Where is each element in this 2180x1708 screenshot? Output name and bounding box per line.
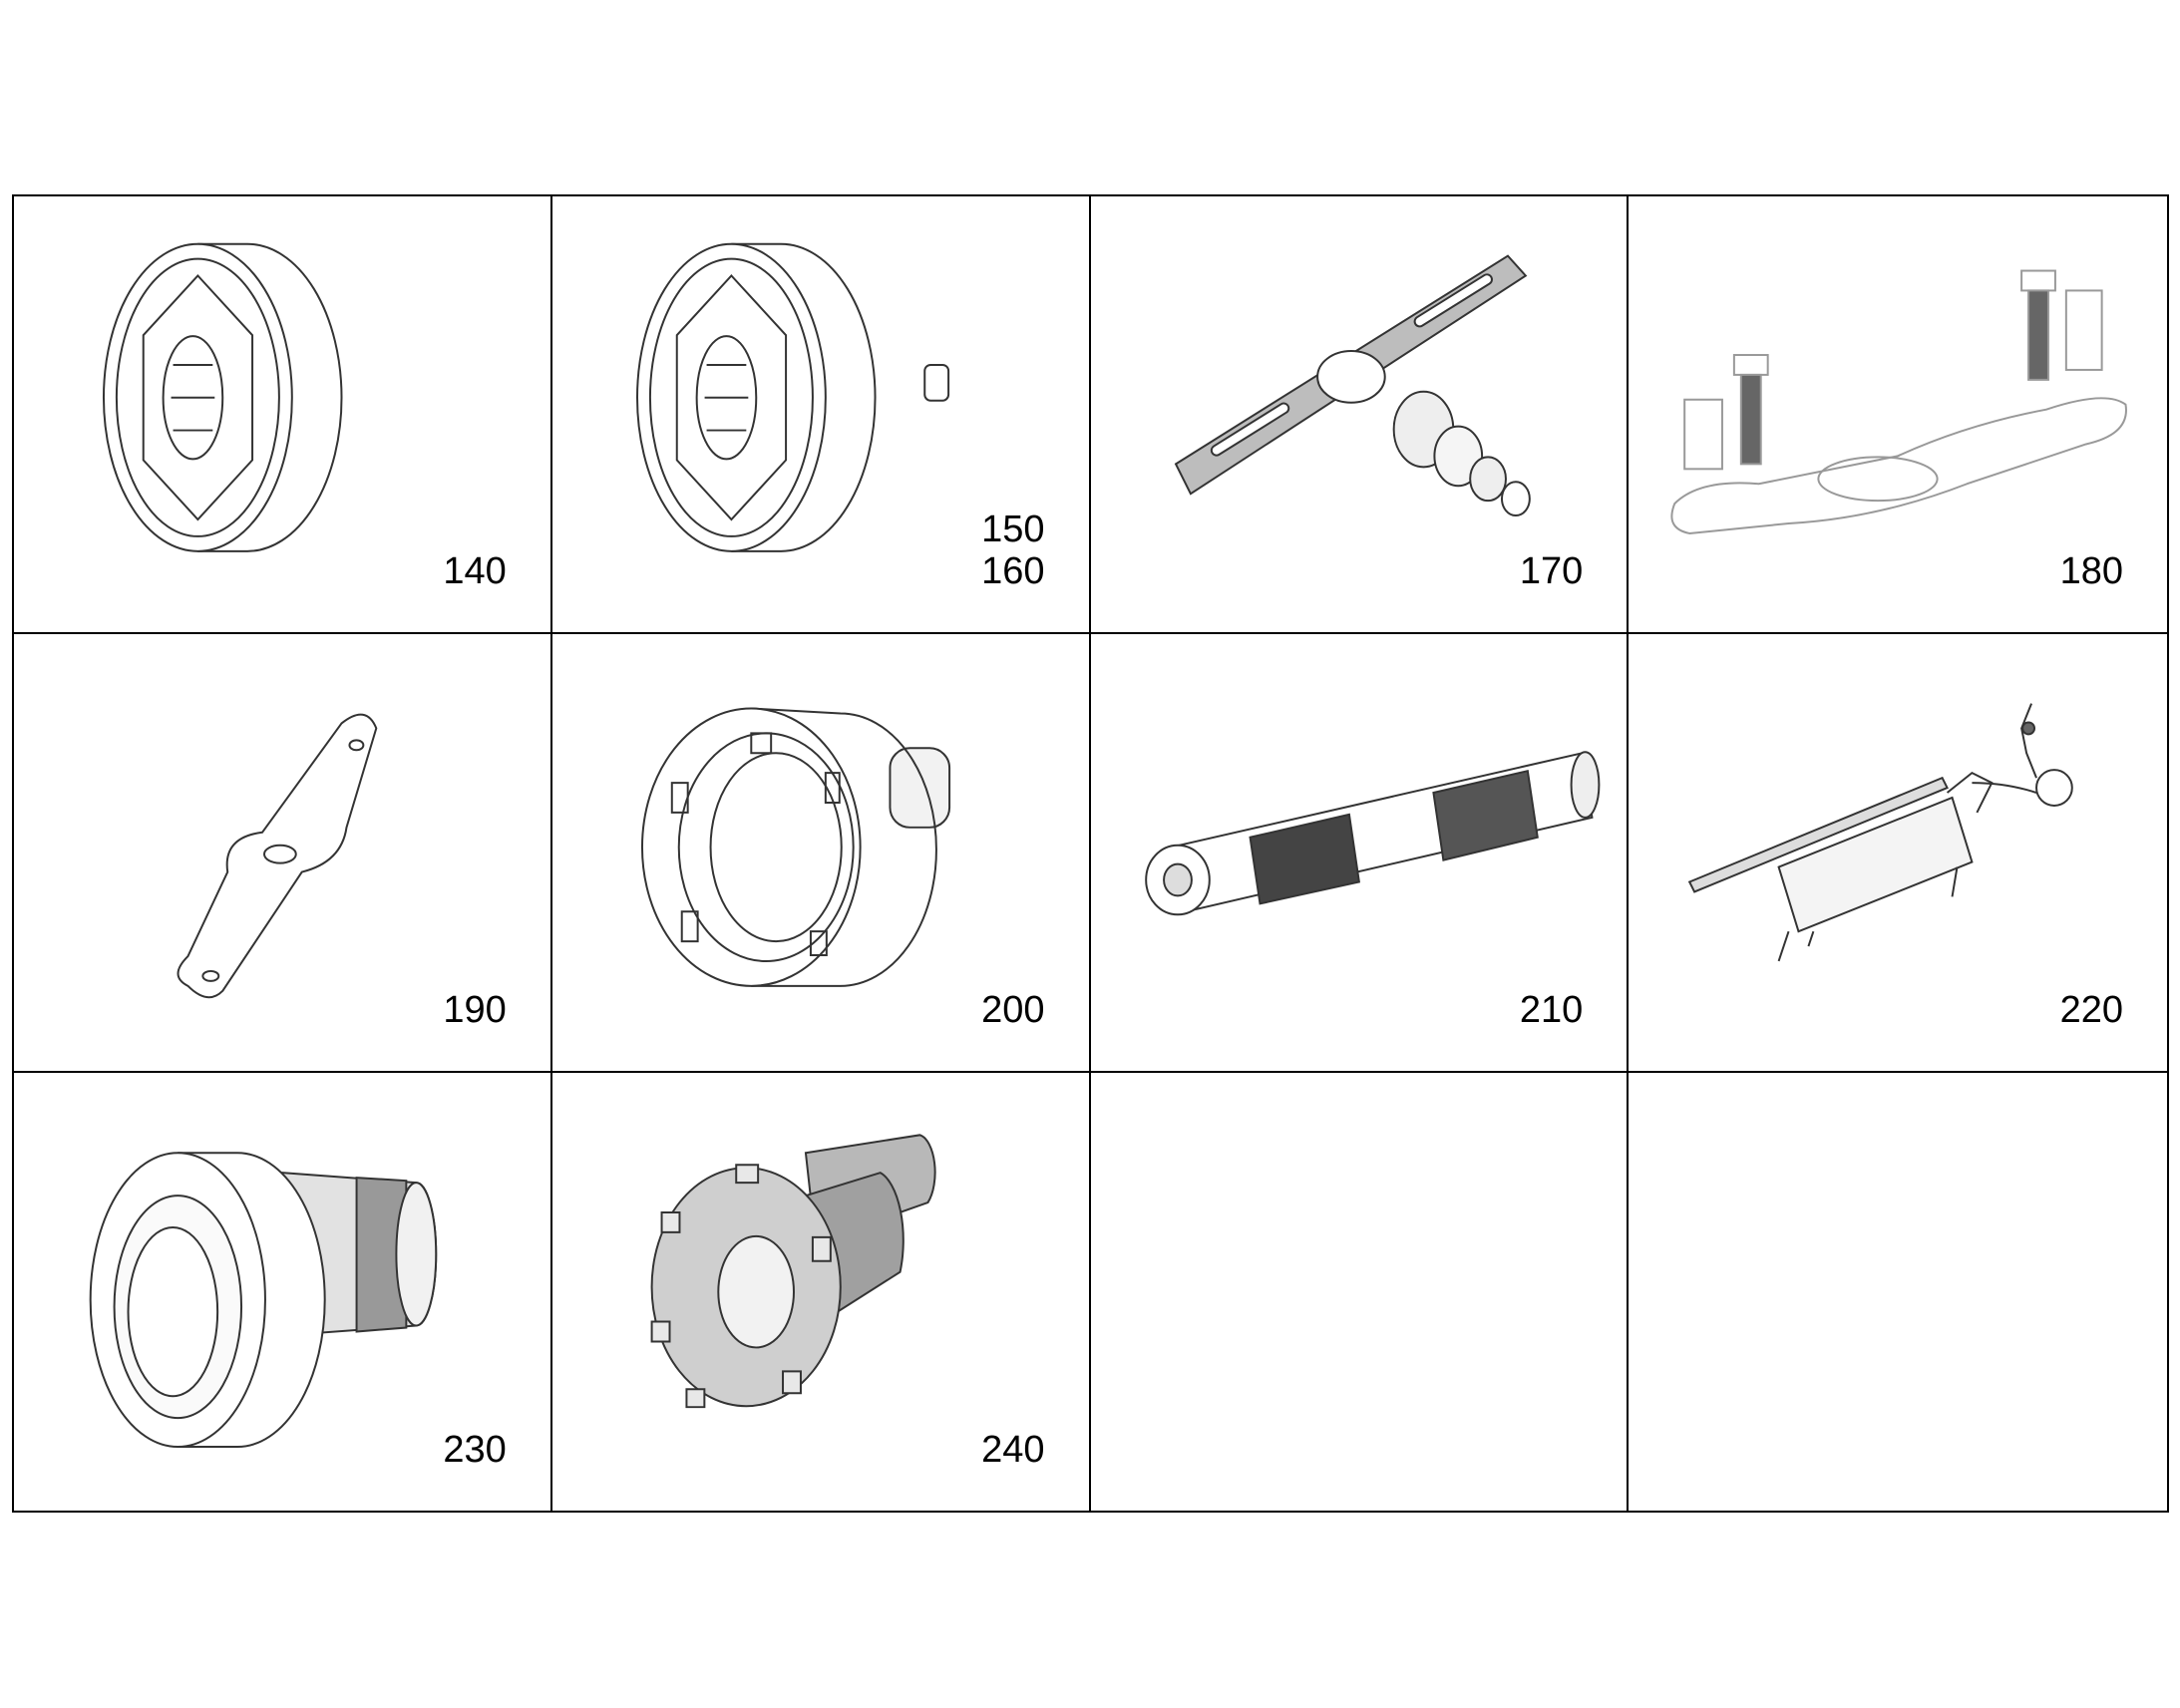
- flat-spanner-icon: [177, 714, 378, 999]
- label-240: 240: [981, 1429, 1045, 1471]
- label-210: 210: [1519, 988, 1584, 1031]
- tool-cell-240: 240: [552, 1072, 1091, 1511]
- label-140: 140: [443, 550, 507, 593]
- label-180: 180: [2059, 550, 2123, 593]
- hydraulic-hand-pump-icon: [1688, 703, 2074, 962]
- label-220: 220: [2059, 988, 2123, 1031]
- label-190: 190: [443, 988, 507, 1031]
- slotted-nut-socket-icon: [640, 707, 950, 988]
- empty-cell: [1091, 1072, 1630, 1511]
- stepped-socket-icon: [89, 1151, 438, 1448]
- tool-grid: 140 150 160: [12, 194, 2169, 1513]
- label-230: 230: [443, 1429, 507, 1471]
- tool-cell-200: 200: [551, 634, 1091, 1073]
- tool-cell-140: 140: [14, 196, 552, 635]
- tool-cell-150-160: 150 160: [551, 196, 1091, 635]
- castellated-spanner-shaft-icon: [650, 1133, 936, 1408]
- tool-cell-230: 230: [14, 1072, 552, 1511]
- label-170: 170: [1519, 550, 1584, 593]
- tool-cell-210: 210: [1090, 634, 1630, 1073]
- tool-cell-180: 180: [1629, 196, 2167, 635]
- label-200: 200: [981, 988, 1045, 1031]
- tool-cell-170: 170: [1090, 196, 1630, 635]
- label-150-160: 150 160: [981, 509, 1045, 593]
- tool-cell-220: 220: [1629, 634, 2167, 1073]
- hex-socket-with-pin-icon: [635, 242, 949, 552]
- cylindrical-sleeve-icon: [1144, 751, 1600, 916]
- bar-puller-tool-icon: [1174, 254, 1531, 517]
- wrench-with-bolts-icon: [1670, 269, 2128, 534]
- empty-cell: [1629, 1073, 2167, 1511]
- hex-socket-icon: [102, 242, 343, 552]
- tool-cell-190: 190: [14, 634, 552, 1073]
